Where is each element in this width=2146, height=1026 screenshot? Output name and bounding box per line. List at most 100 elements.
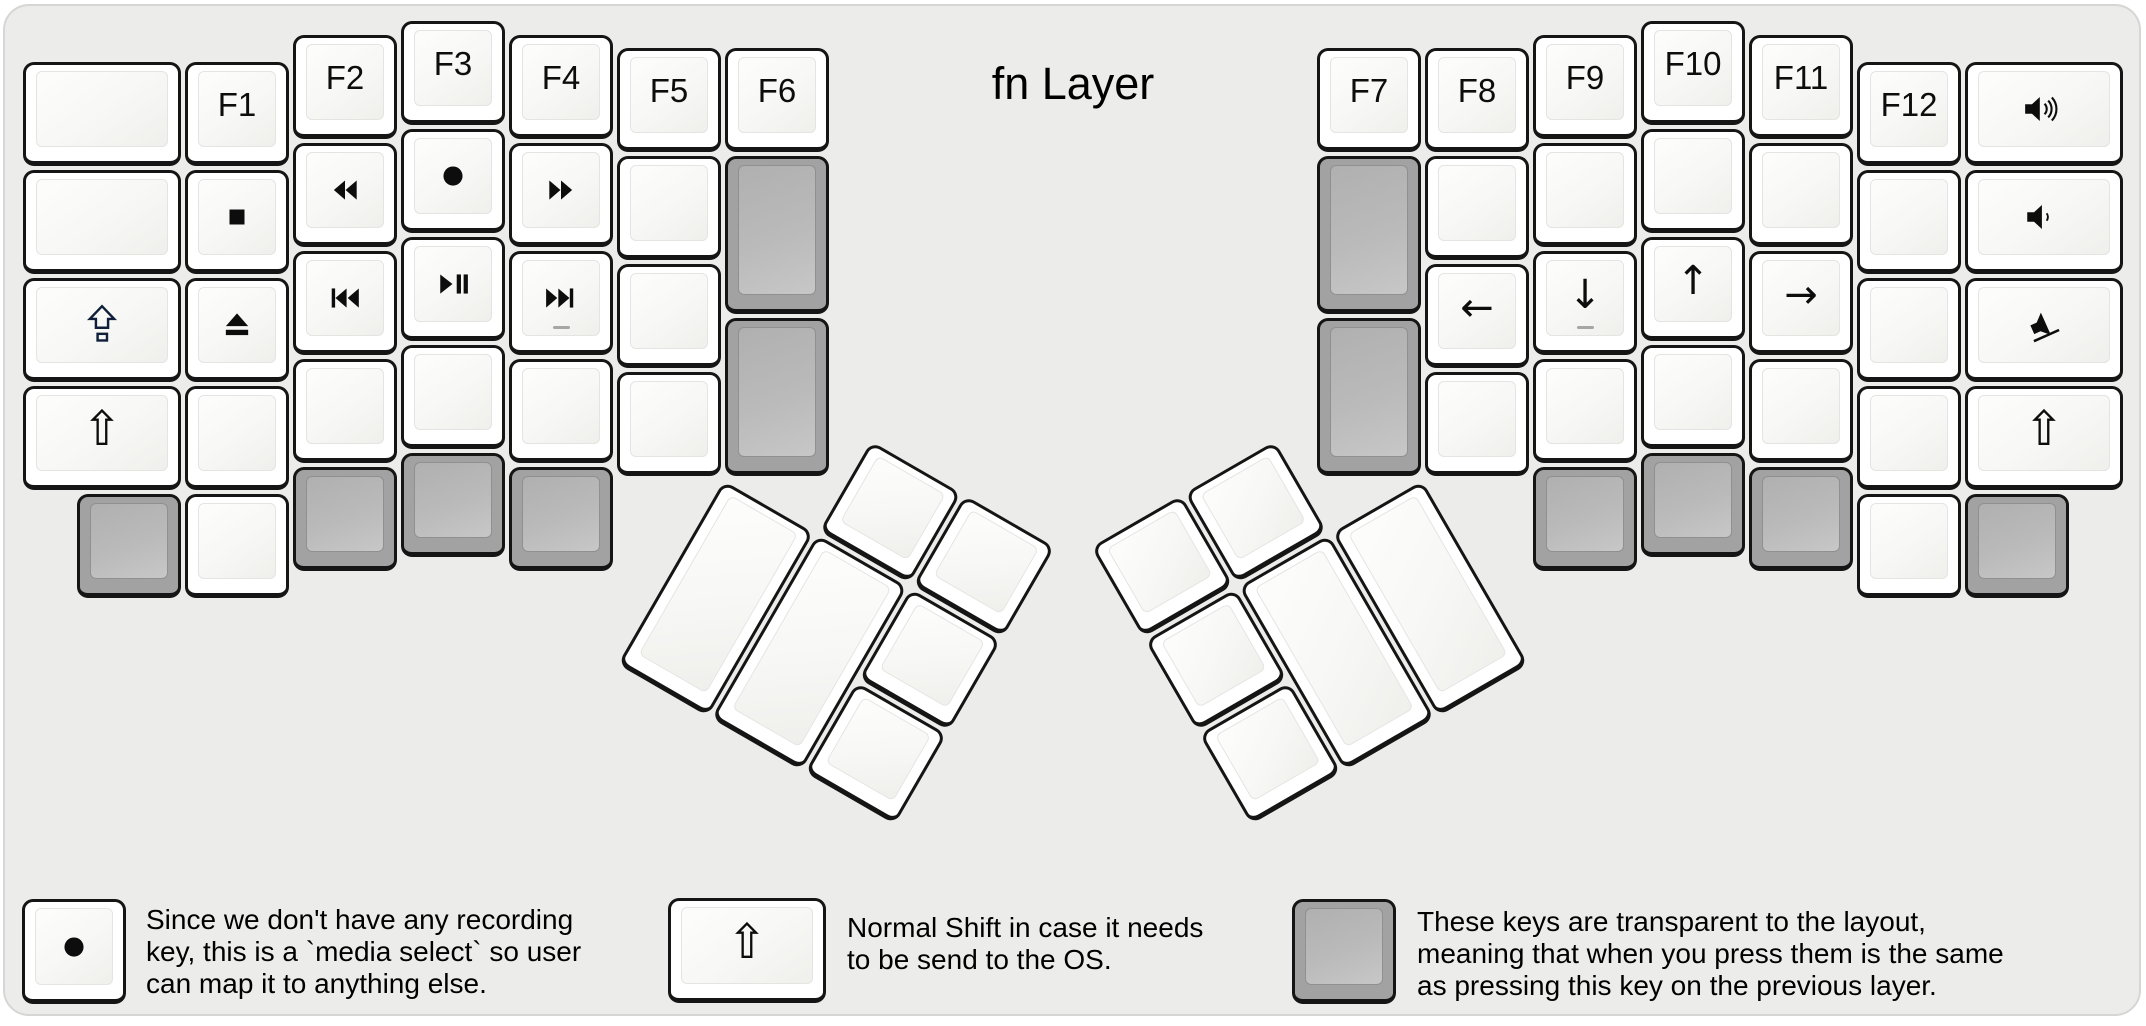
key-fast-forward[interactable] (509, 142, 613, 247)
key-arrow-down[interactable]: ↓ (1533, 250, 1637, 355)
shift-icon: ⇧ (81, 400, 123, 457)
key-f9[interactable]: F9 (1533, 34, 1637, 139)
keycap-top: F5 (630, 57, 708, 133)
key-blank[interactable] (1533, 358, 1637, 463)
key-f3[interactable]: F3 (401, 21, 505, 125)
keycap-top: ⇧ (1978, 394, 2110, 471)
key-f7[interactable]: F7 (1317, 48, 1421, 152)
key-transparent[interactable] (77, 493, 181, 598)
key-f2[interactable]: F2 (293, 34, 397, 139)
key-blank[interactable] (293, 358, 397, 463)
key-transparent[interactable] (1317, 318, 1421, 476)
keycap-top (1978, 70, 2110, 147)
key-blank[interactable] (1425, 156, 1529, 260)
key-blank[interactable] (1641, 345, 1745, 449)
key-blank[interactable] (23, 169, 181, 274)
keycap-top: ⇧ (681, 907, 813, 984)
key-blank[interactable] (1857, 277, 1961, 382)
legend-line: can map it to anything else. (146, 968, 487, 999)
key-blank[interactable] (1749, 142, 1853, 247)
key-stop[interactable] (185, 169, 289, 274)
key-volume-down[interactable] (1965, 169, 2123, 274)
key-transparent[interactable] (1965, 493, 2069, 598)
keycap-top (1305, 908, 1383, 985)
key-transparent[interactable] (1749, 466, 1853, 571)
key-media-select[interactable] (401, 129, 505, 233)
keycap-top (414, 246, 492, 322)
key-f12[interactable]: F12 (1857, 61, 1961, 166)
keycap-top (1546, 475, 1624, 552)
homing-bar (553, 325, 570, 329)
prev-track-icon (331, 287, 359, 308)
key-blank[interactable] (509, 358, 613, 463)
key-rewind[interactable] (293, 142, 397, 247)
key-transparent[interactable] (401, 453, 505, 557)
key-arrow-up[interactable]: ↑ (1641, 237, 1745, 341)
key-label: F4 (541, 58, 581, 96)
key-transparent[interactable] (725, 318, 829, 476)
keycap-top (1546, 151, 1624, 228)
keycap-top (1654, 462, 1732, 538)
keycap-top (198, 502, 276, 579)
key-caps-lock[interactable] (23, 277, 181, 382)
key-blank[interactable] (185, 385, 289, 490)
key-blank[interactable] (1641, 129, 1745, 233)
key-shift-left[interactable]: ⇧ (23, 385, 181, 490)
key-label: F10 (1664, 45, 1722, 82)
key-blank[interactable] (401, 345, 505, 449)
rewind-icon (333, 179, 357, 200)
keycap-top (414, 354, 492, 430)
key-f10[interactable]: F10 (1641, 21, 1745, 125)
keycap-top (1330, 165, 1408, 295)
key-prev-track[interactable] (293, 250, 397, 355)
key-label: F12 (1880, 85, 1938, 123)
key-transparent[interactable] (725, 156, 829, 314)
key-blank[interactable] (185, 493, 289, 598)
keycap-top (198, 178, 276, 255)
legend-record-key (22, 899, 126, 1004)
legend-line: These keys are transparent to the layout… (1417, 906, 1926, 937)
keycap-top: ↑ (1654, 246, 1732, 322)
key-transparent[interactable] (1641, 453, 1745, 557)
keycap-top: F4 (522, 43, 600, 120)
key-arrow-up-icon: ↑ (1676, 258, 1710, 304)
key-f6[interactable]: F6 (725, 48, 829, 152)
eject-icon (225, 312, 249, 335)
key-arrow-left[interactable]: ← (1425, 264, 1529, 368)
key-blank[interactable] (617, 156, 721, 260)
key-blank[interactable] (1857, 493, 1961, 598)
keycap-top (630, 165, 708, 241)
key-blank[interactable] (1533, 142, 1637, 247)
key-f1[interactable]: F1 (185, 61, 289, 166)
key-arrow-right[interactable]: → (1749, 250, 1853, 355)
keycap-top (1762, 475, 1840, 552)
key-mute[interactable] (1965, 277, 2123, 382)
key-blank[interactable] (1857, 385, 1961, 490)
caps-lock-icon (86, 303, 118, 342)
key-f11[interactable]: F11 (1749, 34, 1853, 139)
key-next-track[interactable] (509, 250, 613, 355)
key-f4[interactable]: F4 (509, 34, 613, 139)
key-blank[interactable] (1857, 169, 1961, 274)
keycap-top (1978, 178, 2110, 255)
key-blank[interactable] (617, 264, 721, 368)
key-transparent[interactable] (293, 466, 397, 571)
keycap-top (36, 286, 168, 363)
key-f8[interactable]: F8 (1425, 48, 1529, 152)
key-transparent[interactable] (509, 466, 613, 571)
key-play-pause[interactable] (401, 237, 505, 341)
legend-line: as pressing this key on the previous lay… (1417, 970, 1937, 1001)
keycap-top: F6 (738, 57, 816, 133)
key-blank[interactable] (617, 372, 721, 476)
key-shift-right[interactable]: ⇧ (1965, 385, 2123, 490)
key-blank[interactable] (1425, 372, 1529, 476)
play-pause-icon (440, 274, 468, 294)
key-f5[interactable]: F5 (617, 48, 721, 152)
key-eject[interactable] (185, 277, 289, 382)
key-transparent[interactable] (1317, 156, 1421, 314)
key-transparent[interactable] (1533, 466, 1637, 571)
keycap-top (1654, 138, 1732, 214)
key-blank[interactable] (1749, 358, 1853, 463)
key-blank[interactable] (23, 61, 181, 166)
key-volume-up[interactable] (1965, 61, 2123, 166)
